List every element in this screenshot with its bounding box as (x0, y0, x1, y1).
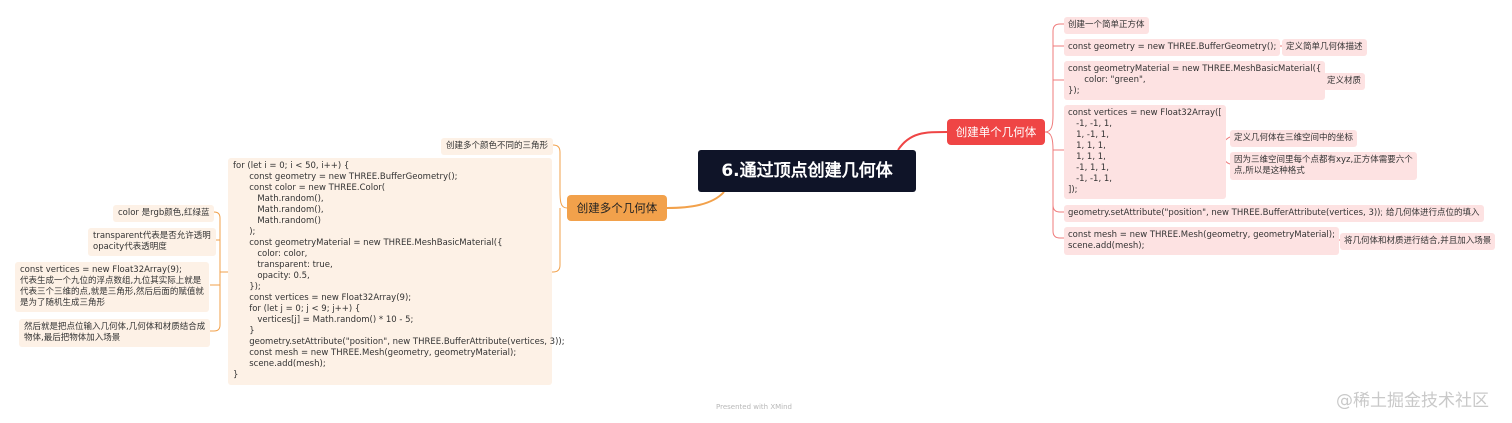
right-note-set-attribute[interactable]: 给几何体进行点位的填入 (1382, 205, 1484, 222)
branch-create-multiple-geometries[interactable]: 创建多个几何体 (567, 195, 667, 221)
right-note-material[interactable]: 定义材质 (1323, 73, 1366, 90)
right-item-vertices[interactable]: const vertices = new Float32Array([ -1, … (1064, 105, 1226, 199)
right-item-set-attribute[interactable]: geometry.setAttribute("position", new TH… (1064, 205, 1388, 222)
right-note-mesh[interactable]: 将几何体和材质进行结合,并且加入场景 (1340, 233, 1496, 250)
right-item-mesh[interactable]: const mesh = new THREE.Mesh(geometry, ge… (1064, 227, 1339, 255)
branch-create-single-geometry[interactable]: 创建单个几何体 (947, 119, 1045, 145)
left-item-code[interactable]: for (let i = 0; i < 50, i++) { const geo… (228, 158, 565, 385)
link-root-right (897, 131, 948, 151)
right-note-vertices-coords[interactable]: 定义几何体在三维空间中的坐标 (1230, 130, 1358, 147)
left-item-title[interactable]: 创建多个颜色不同的三角形 (441, 138, 554, 155)
right-note-geometry[interactable]: 定义简单几何体描述 (1282, 39, 1367, 56)
link-right-spine (1044, 23, 1064, 133)
right-note-vertices-format[interactable]: 因为三维空间里每个点都有xyz,正方体需要六个 点,所以是这种格式 (1230, 152, 1417, 180)
presented-with-footer: Presented with XMind (716, 403, 792, 411)
root-topic[interactable]: 6.通过顶点创建几何体 (698, 150, 916, 192)
left-note-color[interactable]: color 是rgb颜色,红绿蓝 (113, 205, 215, 222)
left-note-mesh[interactable]: 然后就是把点位输入几何体,几何体和材质结合成 物体,最后把物体加入场景 (19, 319, 211, 347)
link-root-left (666, 191, 725, 209)
right-item-title[interactable]: 创建一个简单正方体 (1064, 17, 1149, 34)
watermark: @稀土掘金技术社区 (1336, 391, 1489, 411)
link-left-spine (552, 144, 568, 209)
left-note-transparent[interactable]: transparent代表是否允许透明 opacity代表透明度 (88, 228, 216, 256)
right-item-geometry[interactable]: const geometry = new THREE.BufferGeometr… (1064, 39, 1281, 56)
right-item-material[interactable]: const geometryMaterial = new THREE.MeshB… (1064, 61, 1326, 100)
left-note-vertices[interactable]: const vertices = new Float32Array(9); 代表… (15, 262, 209, 312)
